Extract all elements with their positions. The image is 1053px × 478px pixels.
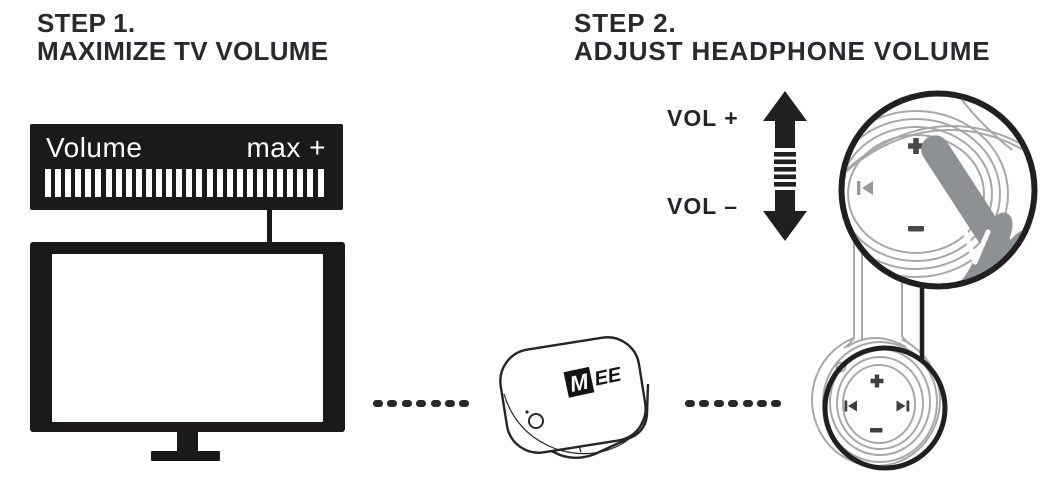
link-dash — [430, 400, 441, 407]
transmitter-top-face — [499, 336, 647, 454]
volume-bar — [166, 169, 173, 197]
link-dash — [416, 400, 427, 407]
link-dash — [771, 400, 782, 407]
yoke-arc — [846, 337, 907, 348]
osd-max-label: max + — [246, 132, 326, 163]
link-dash — [685, 400, 695, 407]
link-dash — [728, 400, 739, 407]
finger-separation — [961, 225, 991, 265]
volume-bar — [135, 169, 142, 197]
osd-volume-label: Volume — [46, 132, 143, 163]
volume-bar — [297, 169, 304, 197]
step1-subtitle: MAXIMIZE TV VOLUME — [37, 36, 329, 66]
transmitter-rim — [503, 393, 648, 455]
volume-bar — [105, 169, 112, 197]
volume-bar — [307, 169, 314, 197]
link-dash — [459, 400, 470, 407]
link-dash — [373, 400, 383, 407]
volume-bar — [277, 169, 284, 197]
link-left — [373, 400, 470, 407]
volume-bar — [256, 169, 263, 197]
tv-stand-neck — [177, 430, 198, 453]
volume-bar — [45, 169, 51, 197]
transmitter-seams — [572, 411, 635, 453]
volume-bar — [85, 169, 92, 197]
headband-arm — [854, 238, 902, 340]
bluetooth-transmitter: M EE — [499, 336, 650, 459]
vol-down-label: VOL – — [667, 193, 739, 219]
minus-button-icon — [908, 226, 924, 232]
volume-bar — [246, 169, 253, 197]
volume-bar — [156, 169, 163, 197]
mee-logo: M EE — [563, 363, 624, 398]
logo-m: M — [567, 368, 591, 396]
next-track-icon — [896, 400, 910, 412]
callout-circle — [822, 345, 948, 471]
plus-button-icon — [908, 138, 924, 154]
step1-title: STEP 1. — [37, 8, 136, 38]
volume-bar-row — [45, 169, 324, 197]
link-dash — [713, 400, 724, 407]
link-dash — [699, 400, 710, 407]
tv-stand-base — [151, 451, 220, 461]
yoke-pivot-icon — [835, 361, 847, 373]
pairing-button-icon — [528, 413, 544, 429]
tv-volume-osd: Volume max + — [30, 124, 343, 210]
volume-bar — [236, 169, 243, 197]
pointing-hand — [900, 135, 1032, 284]
step1-heading: STEP 1. MAXIMIZE TV VOLUME — [37, 9, 328, 65]
volume-arrow-icon — [763, 91, 807, 241]
transmitter-body — [503, 381, 650, 459]
link-dash — [742, 400, 753, 407]
tv — [30, 242, 345, 432]
volume-bar — [186, 169, 193, 197]
volume-bar — [206, 169, 213, 197]
prev-track-icon — [857, 181, 873, 195]
led-dot-icon — [525, 410, 529, 414]
earcup-rings — [844, 96, 1032, 284]
step2-heading: STEP 2. ADJUST HEADPHONE VOLUME — [574, 9, 991, 65]
volume-bar — [196, 169, 203, 197]
volume-bar — [317, 169, 324, 197]
vol-up-label: VOL + — [667, 105, 739, 131]
headphone-earcup — [811, 238, 941, 467]
minus-button-icon — [870, 428, 883, 433]
plus-button-icon — [870, 374, 884, 388]
link-dash — [387, 400, 398, 407]
prev-track-icon — [844, 400, 857, 412]
volume-bar — [115, 169, 122, 197]
volume-bar — [287, 169, 294, 197]
volume-bar — [267, 169, 274, 197]
volume-bar — [55, 169, 62, 197]
link-dash — [756, 400, 767, 407]
step2-subtitle: ADJUST HEADPHONE VOLUME — [574, 36, 991, 66]
volume-bar — [125, 169, 132, 197]
osd-callout-line — [267, 208, 272, 244]
link-dash — [401, 400, 412, 407]
volume-bar — [176, 169, 183, 197]
earcup-controls — [844, 374, 910, 433]
link-right — [685, 400, 782, 407]
volume-bar — [226, 169, 233, 197]
volume-bar — [75, 169, 82, 197]
volume-bar — [216, 169, 223, 197]
tv-screen — [52, 254, 323, 422]
volume-bar — [145, 169, 152, 197]
volume-bar — [95, 169, 102, 197]
link-dash — [444, 400, 455, 407]
volume-bar — [65, 169, 72, 197]
magnified-earcup-view — [838, 90, 1038, 290]
logo-ee: EE — [592, 363, 623, 390]
step2-title: STEP 2. — [574, 8, 677, 38]
